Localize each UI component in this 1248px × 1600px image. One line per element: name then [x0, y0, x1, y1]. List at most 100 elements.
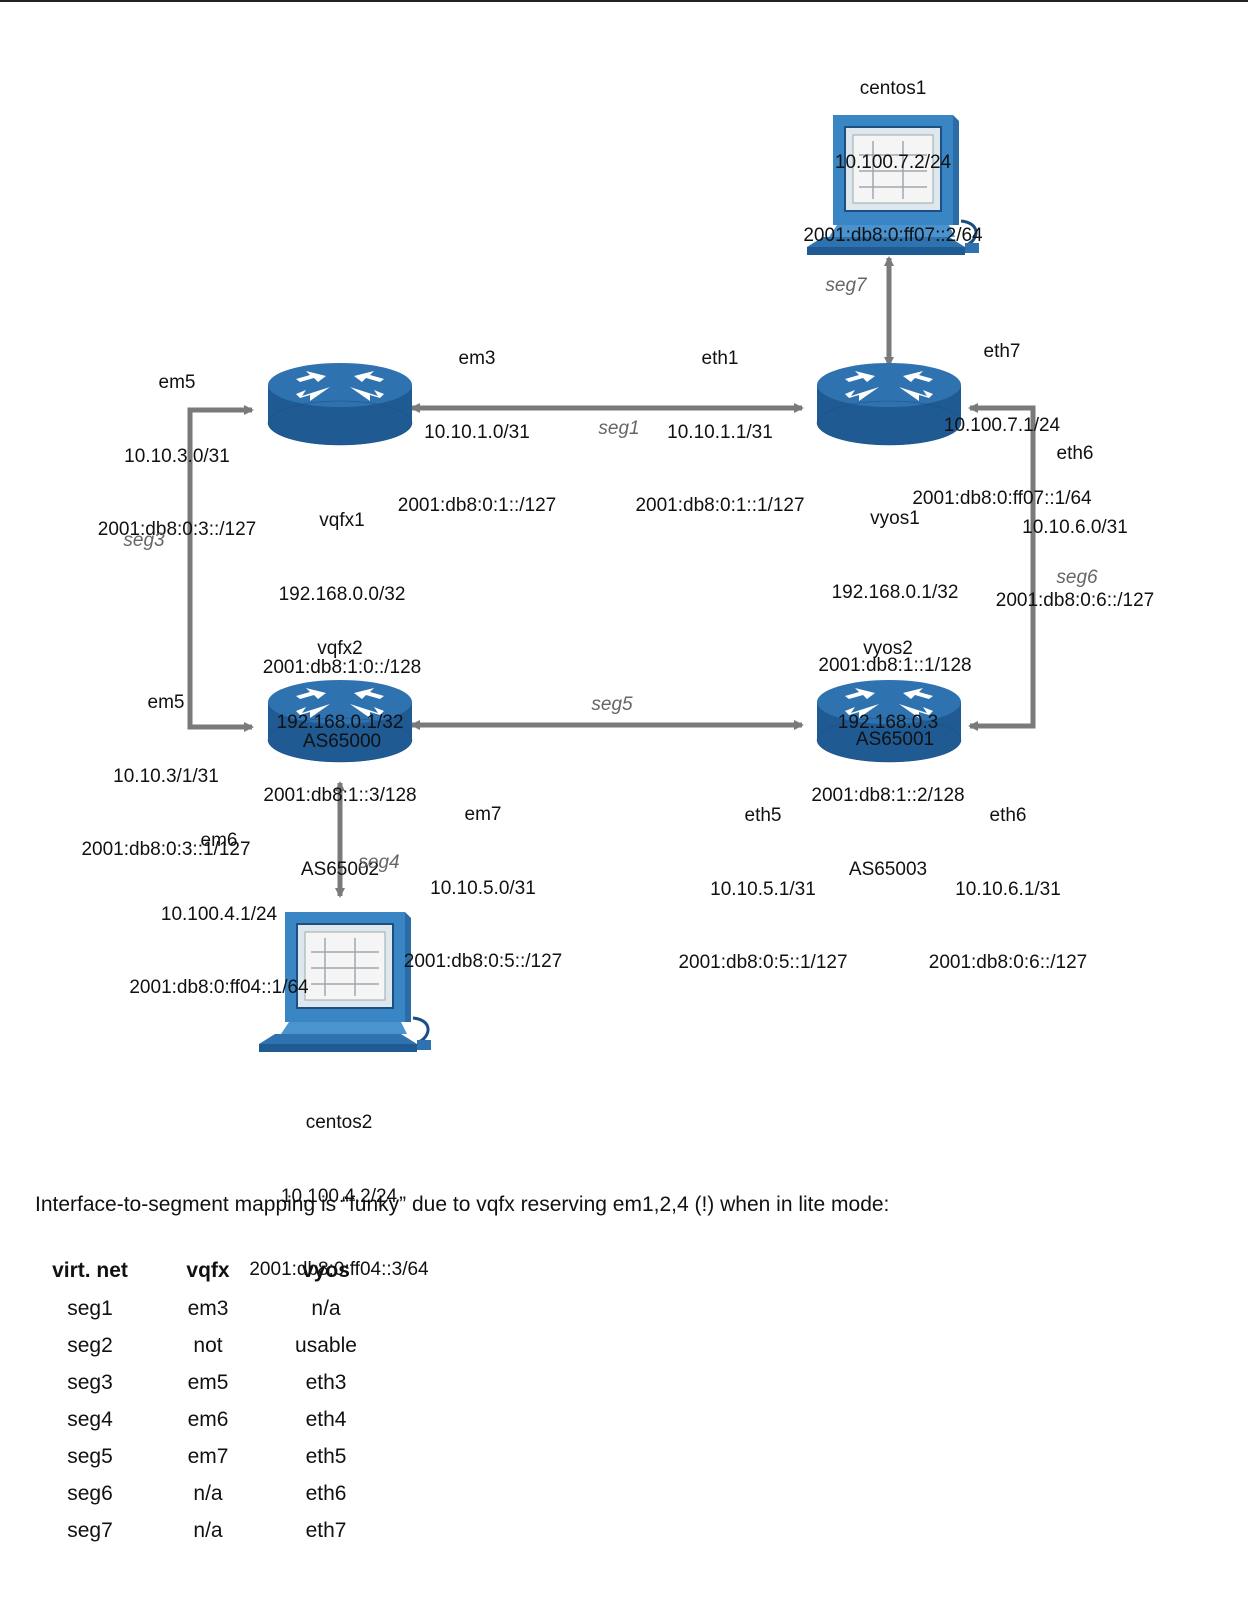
column-header: virt. net: [52, 1259, 128, 1282]
centos1-ipv4: 10.100.7.2/24: [834, 151, 952, 173]
mapping-table: virt. net vqfx vyos seg1 em3 n/a seg2 no…: [32, 1252, 384, 1549]
interface-name: eth5: [744, 805, 782, 826]
interface-name: eth6: [1056, 443, 1094, 464]
table-row: seg1 em3 n/a: [32, 1290, 384, 1327]
interface-ipv4: 10.10.1.1/31: [667, 421, 773, 443]
column-header: vyos: [302, 1259, 350, 1282]
table-row: seg6 n/a eth6: [32, 1475, 384, 1512]
vyos2-eth6-label: eth6 10.10.6.1/31 2001:db8:0:6::/127: [929, 755, 1087, 1000]
centos1-ipv6: 2001:db8:0:ff07::2/64: [803, 225, 983, 246]
seg5-label: seg5: [591, 694, 633, 715]
interface-ipv6: 2001:db8:0:ff07::1/64: [912, 488, 1092, 509]
vyos2-loopback6: 2001:db8:1::2/128: [811, 785, 965, 806]
interface-name: em7: [464, 804, 502, 825]
vqfx2-name: vqfx2: [317, 638, 363, 659]
interface-ipv4: 10.10.5.0/31: [430, 877, 536, 899]
vyos1-eth6-label: eth6 10.10.6.0/31 2001:db8:0:6::/127: [996, 393, 1154, 638]
table-cell: eth4: [305, 1407, 347, 1431]
table-cell: eth5: [305, 1444, 347, 1468]
seg4-label: seg4: [358, 852, 400, 873]
vqfx1-asn: AS65000: [302, 730, 382, 752]
table-cell: seg2: [67, 1333, 113, 1357]
table-cell: n/a: [311, 1296, 341, 1320]
interface-ipv4: 10.10.6.0/31: [1022, 516, 1128, 538]
interface-name: em6: [200, 830, 238, 851]
interface-ipv6: 2001:db8:0:6::/127: [928, 952, 1088, 973]
interface-ipv6: 2001:db8:0:5::/127: [403, 951, 563, 972]
vqfx2-loopback4: 192.168.0.1/32: [276, 711, 404, 733]
interface-ipv6: 2001:db8:0:ff04::1/64: [129, 977, 309, 998]
vyos1-asn: AS65001: [855, 728, 935, 750]
table-cell: eth3: [305, 1370, 347, 1394]
interface-ipv6: 2001:db8:0:5::1/127: [678, 952, 848, 973]
vqfx1-label: vqfx1 192.168.0.0/32 2001:db8:1:0::/128 …: [263, 460, 421, 779]
vqfx2-loopback6: 2001:db8:1::3/128: [263, 785, 417, 806]
interface-ipv4: 10.100.7.1/24: [943, 414, 1061, 436]
vyos1-eth7-label: eth7 10.100.7.1/24 2001:db8:0:ff07::1/64: [912, 291, 1091, 536]
centos2-label: centos2 10.100.4.2/24 2001:db8:0:ff04::3…: [249, 1062, 428, 1307]
vqfx2-em7-label: em7 10.10.5.0/31 2001:db8:0:5::/127: [404, 754, 562, 999]
interface-name: eth7: [983, 341, 1021, 362]
seg3-link: [187, 405, 254, 732]
table-cell: not: [193, 1333, 223, 1357]
vqfx2-label: vqfx2 192.168.0.1/32 2001:db8:1::3/128 A…: [263, 588, 416, 907]
table-cell: eth6: [305, 1481, 347, 1505]
vyos2-label: vyos2 192.168.0.3 2001:db8:1::2/128 AS65…: [811, 588, 964, 907]
interface-ipv6: 2001:db8:0:3::/127: [97, 519, 257, 540]
mapping-caption: Interface-to-segment mapping is “funky” …: [35, 1193, 890, 1216]
table-row: seg5 em7 eth5: [32, 1438, 384, 1475]
interface-name: eth6: [989, 805, 1027, 826]
vyos2-asn: AS65003: [848, 858, 928, 880]
vqfx1-name: vqfx1: [319, 510, 365, 531]
vqfx2-asn: AS65002: [300, 858, 380, 880]
vyos1-label: vyos1 192.168.0.1/32 2001:db8:1::1/128 A…: [818, 458, 971, 777]
table-row: seg4 em6 eth4: [32, 1401, 384, 1438]
interface-ipv6: 2001:db8:0:3::1/127: [81, 839, 251, 860]
interface-ipv4: 10.10.1.0/31: [424, 421, 530, 443]
column-header: vqfx: [186, 1259, 230, 1282]
seg6-label: seg6: [1056, 567, 1098, 588]
table-row: seg2 not usable: [32, 1327, 384, 1364]
table-cell: seg7: [67, 1518, 113, 1542]
vyos1-loopback6: 2001:db8:1::1/128: [818, 655, 972, 676]
table-row: seg3 em5 eth3: [32, 1364, 384, 1401]
centos2-name: centos2: [305, 1112, 373, 1133]
interface-ipv6: 2001:db8:0:1::/127: [397, 495, 557, 516]
interface-ipv4: 10.10.6.1/31: [955, 878, 1061, 900]
table-cell: seg5: [67, 1444, 113, 1468]
vyos2-eth5-label: eth5 10.10.5.1/31 2001:db8:0:5::1/127: [678, 755, 847, 1000]
centos2-ipv4: 10.100.4.2/24: [280, 1185, 398, 1207]
interface-name: em5: [158, 372, 196, 393]
seg7-label: seg7: [825, 275, 867, 296]
table-cell: em7: [187, 1444, 229, 1468]
top-border: [0, 0, 1248, 2]
table-cell: usable: [295, 1333, 357, 1357]
vqfx1-em3-label: em3 10.10.1.0/31 2001:db8:0:1::/127: [398, 298, 556, 543]
table-cell: em3: [187, 1296, 229, 1320]
centos2-ipv6: 2001:db8:0:ff04::3/64: [249, 1259, 429, 1280]
vqfx1-loopback4: 192.168.0.0/32: [278, 583, 406, 605]
seg1-label: seg1: [598, 418, 640, 439]
table-cell: em5: [187, 1370, 229, 1394]
interface-ipv4: 10.10.3.0/31: [124, 445, 230, 467]
network-diagram: [187, 113, 1036, 1054]
table-row: seg7 n/a eth7: [32, 1512, 384, 1549]
vyos1-loopback4: 192.168.0.1/32: [831, 581, 959, 603]
centos1-label: centos1 10.100.7.2/24 2001:db8:0:ff07::2…: [803, 28, 982, 273]
seg3-label: seg3: [123, 530, 165, 551]
interface-ipv4: 10.10.5.1/31: [710, 878, 816, 900]
table-cell: n/a: [193, 1481, 223, 1505]
table-cell: n/a: [193, 1518, 223, 1542]
interface-name: em5: [147, 692, 185, 713]
seg6-link: [968, 403, 1036, 731]
vyos1-name: vyos1: [870, 508, 920, 529]
router-icon: [267, 362, 413, 446]
table-cell: seg6: [67, 1481, 113, 1505]
interface-ipv6: 2001:db8:0:6::/127: [995, 590, 1155, 611]
interface-name: eth1: [701, 348, 739, 369]
interface-ipv6: 2001:db8:0:1::1/127: [635, 495, 805, 516]
vyos2-loopback4: 192.168.0.3: [837, 711, 939, 733]
vqfx2-em5-label: em5 10.10.3/1/31 2001:db8:0:3::1/127: [81, 642, 250, 887]
centos1-name: centos1: [859, 78, 927, 99]
table-cell: em6: [187, 1407, 229, 1431]
